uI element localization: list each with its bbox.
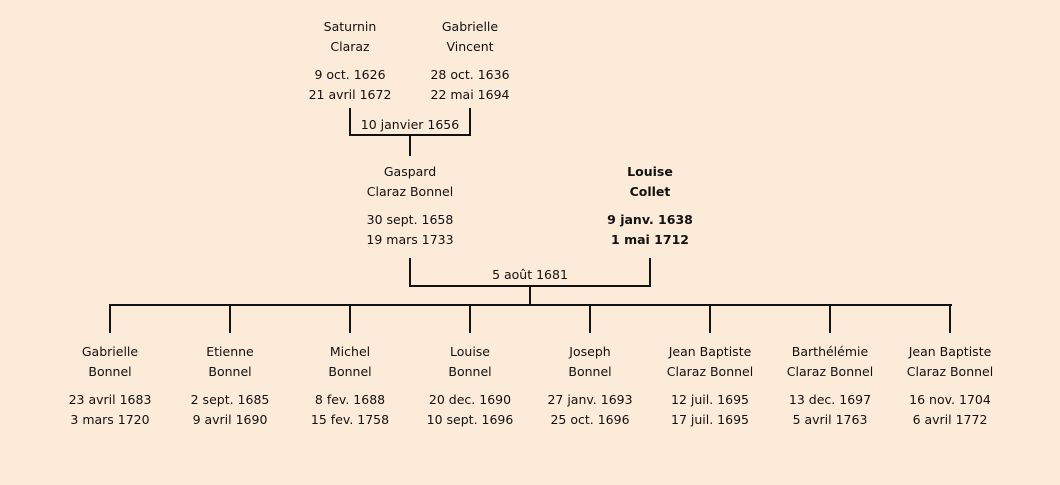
child-connector-line — [109, 304, 111, 333]
dates: 23 avril 1683 3 mars 1720 — [45, 390, 175, 430]
birth-date: 2 sept. 1685 — [190, 392, 270, 407]
first-name: Jean Baptiste — [908, 344, 992, 359]
first-name: Barthélémie — [791, 344, 869, 359]
birth-date: 9 oct. 1626 — [314, 67, 386, 82]
death-date: 22 mai 1694 — [430, 87, 510, 102]
dates: 12 juil. 1695 17 juil. 1695 — [645, 390, 775, 430]
last-name: Bonnel — [88, 364, 132, 379]
descent-line — [529, 285, 531, 306]
death-date: 3 mars 1720 — [70, 412, 150, 427]
death-date: 1 mai 1712 — [611, 232, 689, 247]
last-name: Collet — [629, 184, 671, 199]
dates: 13 dec. 1697 5 avril 1763 — [765, 390, 895, 430]
dates: 9 oct. 1626 21 avril 1672 — [285, 65, 415, 105]
child-connector-line — [589, 304, 591, 333]
last-name: Bonnel — [448, 364, 492, 379]
last-name: Bonnel — [208, 364, 252, 379]
last-name: Bonnel — [328, 364, 372, 379]
first-name: Louise — [450, 344, 490, 359]
child-connector-line — [349, 304, 351, 333]
first-name: Jean Baptiste — [668, 344, 752, 359]
last-name: Claraz Bonnel — [366, 184, 454, 199]
dates: 28 oct. 1636 22 mai 1694 — [405, 65, 535, 105]
child-connector-line — [469, 304, 471, 333]
last-name: Vincent — [446, 39, 494, 54]
dates: 16 nov. 1704 6 avril 1772 — [885, 390, 1015, 430]
last-name: Bonnel — [568, 364, 612, 379]
first-name: Gabrielle — [441, 19, 499, 34]
death-date: 15 fev. 1758 — [310, 412, 390, 427]
birth-date: 27 janv. 1693 — [547, 392, 633, 407]
birth-date: 28 oct. 1636 — [430, 67, 510, 82]
connector-line — [469, 108, 471, 136]
birth-date: 9 janv. 1638 — [607, 212, 693, 227]
child-connector-line — [949, 304, 951, 333]
first-name: Joseph — [569, 344, 611, 359]
birth-date: 23 avril 1683 — [68, 392, 152, 407]
death-date: 9 avril 1690 — [192, 412, 268, 427]
birth-date: 13 dec. 1697 — [788, 392, 872, 407]
first-name: Gaspard — [383, 164, 437, 179]
dates: 27 janv. 1693 25 oct. 1696 — [525, 390, 655, 430]
last-name: Claraz Bonnel — [786, 364, 874, 379]
first-name: Etienne — [206, 344, 254, 359]
birth-date: 8 fev. 1688 — [314, 392, 386, 407]
descent-line — [409, 134, 411, 156]
death-date: 6 avril 1772 — [912, 412, 988, 427]
death-date: 5 avril 1763 — [792, 412, 868, 427]
first-name: Louise — [627, 164, 673, 179]
birth-date: 20 dec. 1690 — [428, 392, 512, 407]
first-name: Gabrielle — [81, 344, 139, 359]
first-name: Michel — [329, 344, 371, 359]
marriage-date-grandparents: 10 janvier 1656 — [360, 117, 460, 132]
dates: 9 janv. 1638 1 mai 1712 — [585, 210, 715, 250]
dates: 2 sept. 1685 9 avril 1690 — [165, 390, 295, 430]
last-name: Claraz Bonnel — [906, 364, 994, 379]
last-name: Claraz — [330, 39, 370, 54]
dates: 8 fev. 1688 15 fev. 1758 — [285, 390, 415, 430]
marriage-date-parents: 5 août 1681 — [492, 267, 568, 282]
death-date: 25 oct. 1696 — [550, 412, 630, 427]
death-date: 10 sept. 1696 — [426, 412, 514, 427]
birth-date: 30 sept. 1658 — [366, 212, 454, 227]
birth-date: 12 juil. 1695 — [671, 392, 749, 407]
child-connector-line — [229, 304, 231, 333]
child-connector-line — [709, 304, 711, 333]
child-connector-line — [829, 304, 831, 333]
last-name: Claraz Bonnel — [666, 364, 754, 379]
death-date: 19 mars 1733 — [366, 232, 454, 247]
connector-line — [649, 258, 651, 287]
connector-line — [409, 258, 411, 287]
dates: 20 dec. 1690 10 sept. 1696 — [405, 390, 535, 430]
birth-date: 16 nov. 1704 — [909, 392, 991, 407]
dates: 30 sept. 1658 19 mars 1733 — [345, 210, 475, 250]
connector-line — [349, 108, 351, 136]
first-name: Saturnin — [323, 19, 377, 34]
death-date: 21 avril 1672 — [308, 87, 392, 102]
siblings-line — [109, 304, 952, 306]
death-date: 17 juil. 1695 — [671, 412, 749, 427]
